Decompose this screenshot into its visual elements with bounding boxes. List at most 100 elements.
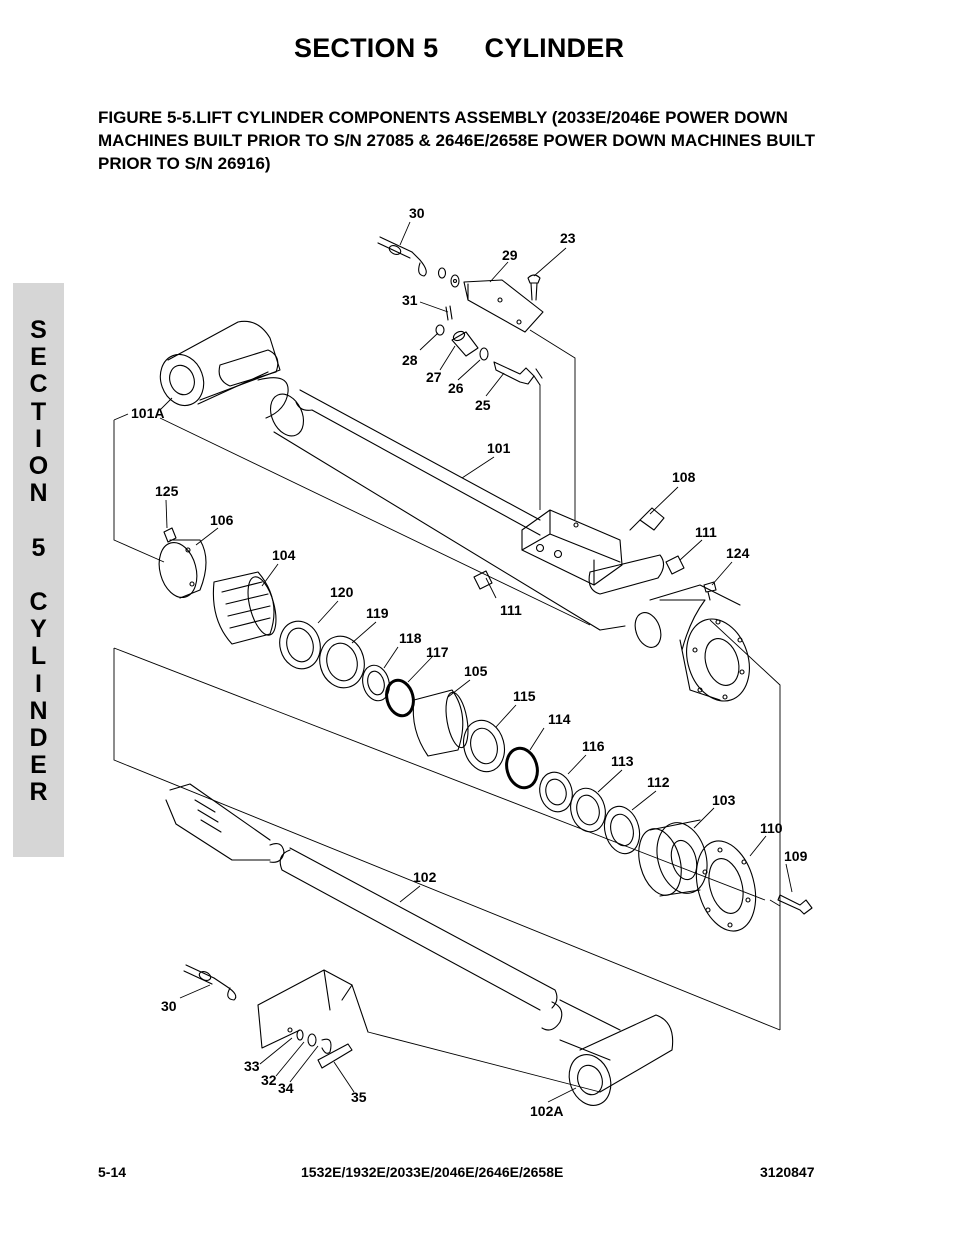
barrel-end-fitting-101a xyxy=(159,320,289,419)
callout-112: 112 xyxy=(647,774,670,790)
ring-115 xyxy=(462,719,506,773)
side-tab-letter: N xyxy=(29,696,48,725)
callout-34: 34 xyxy=(278,1080,294,1096)
figure-title: FIGURE 5-5.LIFT CYLINDER COMPONENTS ASSE… xyxy=(98,108,815,173)
callout-23: 23 xyxy=(560,230,576,246)
callout-26: 26 xyxy=(448,380,464,396)
callout-111-right: 111 xyxy=(695,524,717,540)
ring-113 xyxy=(570,787,606,833)
plug-111-right xyxy=(665,555,685,575)
valve-cartridge-25 xyxy=(493,361,543,386)
o-ring-114 xyxy=(505,746,539,790)
washers-bottom xyxy=(287,1027,317,1047)
bushing-105 xyxy=(412,689,469,757)
side-tab-letter: E xyxy=(30,751,47,780)
callout-101: 101 xyxy=(487,440,511,456)
side-tab-letter: S xyxy=(30,316,47,344)
side-tab-letter: 5 xyxy=(31,533,46,562)
washers-top xyxy=(437,267,460,288)
o-ring-117 xyxy=(385,678,415,718)
callout-102: 102 xyxy=(413,869,437,885)
mount-bracket-bottom xyxy=(257,969,369,1049)
callout-32: 32 xyxy=(261,1072,277,1088)
footer-page-number: 5-14 xyxy=(98,1164,127,1180)
side-tab-letter: R xyxy=(29,778,48,807)
rod-102 xyxy=(165,783,621,1061)
side-tab-letter: Y xyxy=(30,615,47,644)
head-103 xyxy=(638,819,708,897)
assembly-outline-lines xyxy=(113,329,781,1093)
side-tab-letter: C xyxy=(29,588,48,617)
callout-27: 27 xyxy=(426,369,442,385)
callout-103: 103 xyxy=(712,792,736,808)
callout-118: 118 xyxy=(399,630,422,646)
footer-models: 1532E/1932E/2033E/2046E/2646E/2658E xyxy=(301,1164,564,1180)
barrel-tube-101 xyxy=(269,389,626,631)
side-tab-letter: I xyxy=(35,669,42,698)
cable-30-bottom xyxy=(183,964,237,1001)
callout-108: 108 xyxy=(672,469,696,485)
ring-120 xyxy=(279,620,321,670)
callout-109: 109 xyxy=(784,848,808,864)
callout-115: 115 xyxy=(513,688,536,704)
callout-35: 35 xyxy=(351,1089,367,1105)
manifold-block xyxy=(521,509,665,595)
piston-104 xyxy=(212,571,277,645)
footer-doc-number: 3120847 xyxy=(760,1164,815,1180)
ring-119 xyxy=(319,635,365,689)
callout-120: 120 xyxy=(330,584,354,600)
side-tab-letter: D xyxy=(29,724,48,753)
callout-114: 114 xyxy=(548,711,571,727)
barrel-cap-end xyxy=(634,584,750,702)
callout-124: 124 xyxy=(726,545,750,561)
callout-28: 28 xyxy=(402,352,418,368)
plug-28 xyxy=(435,324,445,336)
callout-104: 104 xyxy=(272,547,296,563)
callout-30-bottom: 30 xyxy=(161,998,177,1014)
callout-106: 106 xyxy=(210,512,234,528)
callout-125: 125 xyxy=(155,483,179,499)
callout-111-left: 111 xyxy=(500,602,522,618)
section-side-tab: S E C T I O N 5 C Y L I N D E R xyxy=(13,283,64,857)
bracket-29 xyxy=(463,279,544,333)
side-tab-letter: L xyxy=(30,642,47,671)
spool-27 xyxy=(451,330,479,357)
callout-110: 110 xyxy=(760,820,783,836)
callout-117: 117 xyxy=(426,644,449,660)
gland-106 xyxy=(158,539,207,599)
side-tab-letter: I xyxy=(35,424,42,453)
side-tab-letter: E xyxy=(30,343,47,372)
callout-30: 30 xyxy=(409,205,425,221)
clip-34 xyxy=(321,1038,332,1054)
flange-110 xyxy=(695,840,757,932)
side-tab-letter: C xyxy=(29,370,48,399)
fitting-108 xyxy=(629,507,665,531)
callout-102a: 102A xyxy=(530,1103,563,1119)
screw-125 xyxy=(163,527,177,543)
cable-30-top xyxy=(377,236,427,277)
callout-33: 33 xyxy=(244,1058,260,1074)
ring-112 xyxy=(603,805,641,855)
callout-116: 116 xyxy=(582,738,605,754)
callout-25: 25 xyxy=(475,397,491,413)
bolt-109 xyxy=(777,894,813,915)
callout-leader-lines xyxy=(159,221,793,1103)
callout-labels: 30 23 29 31 28 27 26 25 101A 101 108 125… xyxy=(131,205,808,1119)
ring-26 xyxy=(479,347,489,361)
ring-116 xyxy=(539,771,573,813)
callout-29: 29 xyxy=(502,247,518,263)
section-title: SECTION 5 CYLINDER xyxy=(294,33,625,63)
callout-101a: 101A xyxy=(131,405,164,421)
callout-113: 113 xyxy=(611,753,634,769)
pin-35 xyxy=(317,1043,353,1069)
callout-119: 119 xyxy=(366,605,389,621)
ring-118 xyxy=(362,664,390,702)
screw-124 xyxy=(703,581,717,601)
side-tab-letter: O xyxy=(28,452,49,481)
pin-31 xyxy=(445,305,453,321)
side-tab-letter: N xyxy=(29,479,48,508)
rod-end-102a xyxy=(568,1014,674,1106)
callout-31: 31 xyxy=(402,292,418,308)
callout-105: 105 xyxy=(464,663,488,679)
